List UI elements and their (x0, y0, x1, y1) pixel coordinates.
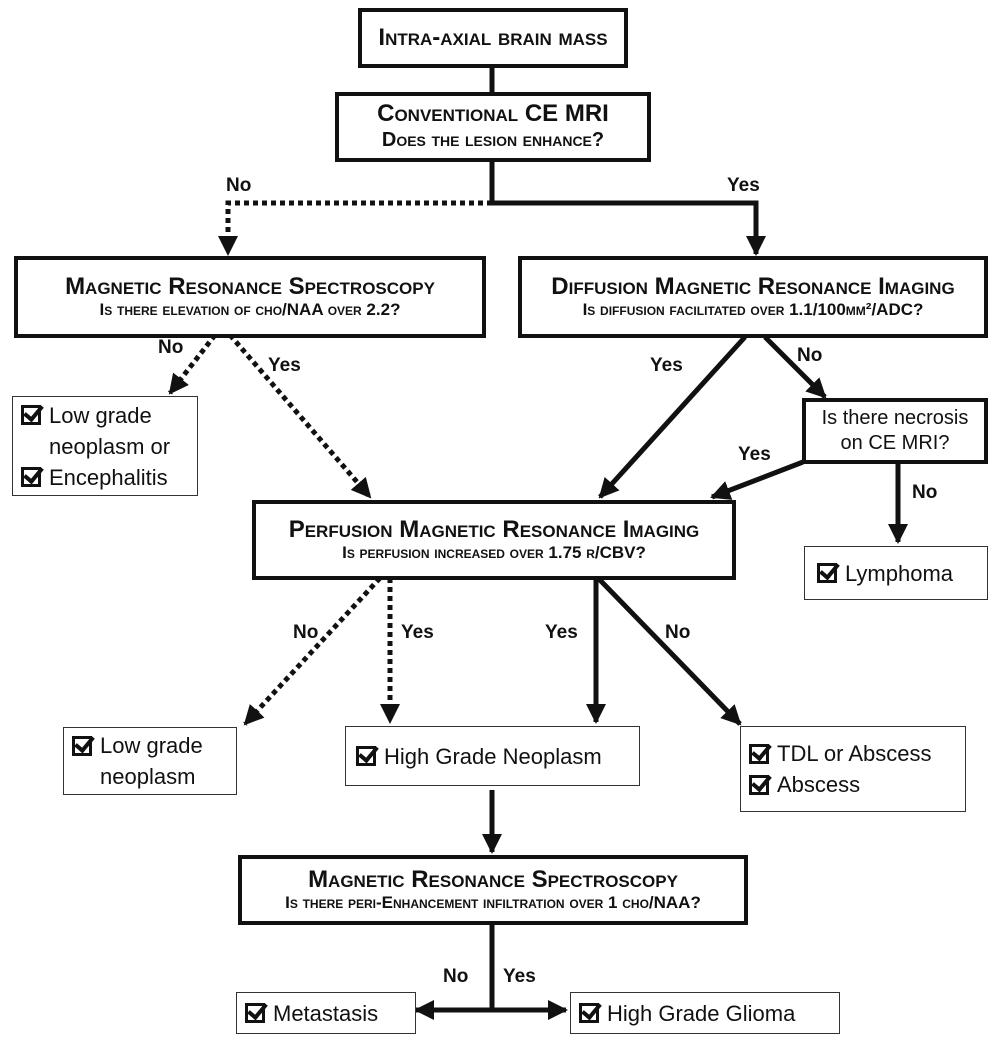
mrs1-question: Is there elevation of cho/NAA over 2.2? (99, 300, 401, 319)
edge-conventional-yes (492, 200, 766, 256)
label-necrosis-no: No (912, 482, 938, 503)
result-row: neoplasm (72, 761, 236, 792)
root-label: Intra-axial brain mass (378, 24, 608, 51)
dmri-title: Diffusion Magnetic Resonance Imaging (551, 273, 955, 300)
checkbox-icon (72, 735, 92, 756)
edge-conventional-no (218, 200, 492, 256)
result-text: High Grade Neoplasm (384, 743, 602, 769)
result-tdl-abscess: TDL or Abscess Abscess (740, 726, 966, 812)
result-metastasis: Metastasis (236, 992, 416, 1034)
result-text: High Grade Glioma (607, 1000, 796, 1026)
label-mrs2-yes: Yes (503, 966, 536, 987)
checkbox-icon (356, 746, 376, 766)
mrs2-title: Magnetic Resonance Spectroscopy (308, 866, 678, 893)
label-pmri-no-solid: No (665, 622, 691, 643)
edge-dmri-yes (598, 335, 747, 499)
result-high-grade-neoplasm: High Grade Neoplasm (345, 726, 640, 786)
label-pmri-yes-solid: Yes (545, 622, 578, 643)
result-row: TDL or Abscess (749, 738, 965, 769)
label-conventional-yes: Yes (727, 175, 760, 196)
result-text: Low grade (49, 402, 152, 428)
mrs1-box: Magnetic Resonance Spectroscopy Is there… (14, 256, 486, 338)
checkbox-icon (21, 405, 41, 425)
result-row: Abscess (749, 769, 965, 800)
mrs2-question: Is there peri-Enhancement infiltration o… (285, 893, 701, 912)
label-mrs1-no: No (158, 337, 184, 358)
label-pmri-yes-dotted: Yes (401, 622, 434, 643)
checkbox-icon (579, 1003, 599, 1023)
result-row: Lymphoma (817, 558, 987, 589)
label-dmri-no: No (797, 345, 823, 366)
result-lymphoma: Lymphoma (804, 546, 988, 600)
label-necrosis-yes: Yes (738, 444, 771, 465)
pmri-box: Perfusion Magnetic Resonance Imaging Is … (252, 500, 736, 580)
edge-necrosis-yes (710, 459, 804, 500)
result-row: neoplasm or (21, 431, 197, 462)
mrs2-box: Magnetic Resonance Spectroscopy Is there… (238, 855, 748, 925)
root-box: Intra-axial brain mass (358, 8, 628, 68)
result-row: Low grade (72, 730, 236, 761)
necrosis-box: Is there necrosis on CE MRI? (802, 398, 988, 464)
result-text: Metastasis (273, 1000, 379, 1026)
conventional-question: Does the lesion enhance? (381, 129, 605, 151)
result-row: High Grade Neoplasm (356, 741, 639, 772)
checkbox-icon (817, 563, 837, 583)
checkbox-icon (749, 774, 769, 795)
result-text: Low grade (100, 733, 203, 758)
result-text: neoplasm (100, 764, 196, 789)
necrosis-line2: on CE MRI? (840, 432, 950, 454)
edge-pmri-no-solid (596, 576, 742, 726)
conventional-title: Conventional CE MRI (377, 100, 609, 127)
label-pmri-no-dotted: No (293, 622, 319, 643)
result-text: Lymphoma (845, 560, 954, 586)
conventional-mri-box: Conventional CE MRI Does the lesion enha… (335, 92, 651, 162)
edge-dmri-no (763, 335, 827, 399)
result-text: Encephalitis (49, 464, 168, 490)
result-text: neoplasm or (49, 433, 171, 459)
result-row: Low grade (21, 400, 197, 431)
mrs1-title: Magnetic Resonance Spectroscopy (65, 273, 435, 300)
checkbox-icon (21, 467, 41, 487)
result-text: TDL or Abscess (777, 741, 932, 766)
label-mrs2-no: No (443, 966, 469, 987)
checkbox-icon (245, 1003, 265, 1023)
result-row: High Grade Glioma (579, 998, 839, 1029)
dmri-question: Is diffusion facilitated over 1.1/100mm²… (582, 300, 924, 319)
result-low-grade-neoplasm: Low grade neoplasm (63, 727, 237, 795)
checkbox-icon (749, 743, 769, 764)
necrosis-line1: Is there necrosis (821, 407, 969, 429)
result-low-grade-encephalitis: Low grade neoplasm or Encephalitis (12, 396, 198, 496)
result-text: Abscess (777, 772, 861, 797)
pmri-question: Is perfusion increased over 1.75 r/CBV? (342, 543, 646, 562)
edge-pmri-no-dotted (243, 576, 382, 726)
edge-mrs1-no (168, 333, 217, 395)
dmri-box: Diffusion Magnetic Resonance Imaging Is … (518, 256, 988, 338)
label-conventional-no: No (226, 175, 252, 196)
result-row: Metastasis (245, 998, 415, 1029)
label-dmri-yes: Yes (650, 355, 683, 376)
result-row: Encephalitis (21, 462, 197, 493)
label-mrs1-yes: Yes (268, 355, 301, 376)
pmri-title: Perfusion Magnetic Resonance Imaging (288, 516, 700, 543)
result-high-grade-glioma: High Grade Glioma (570, 992, 840, 1034)
